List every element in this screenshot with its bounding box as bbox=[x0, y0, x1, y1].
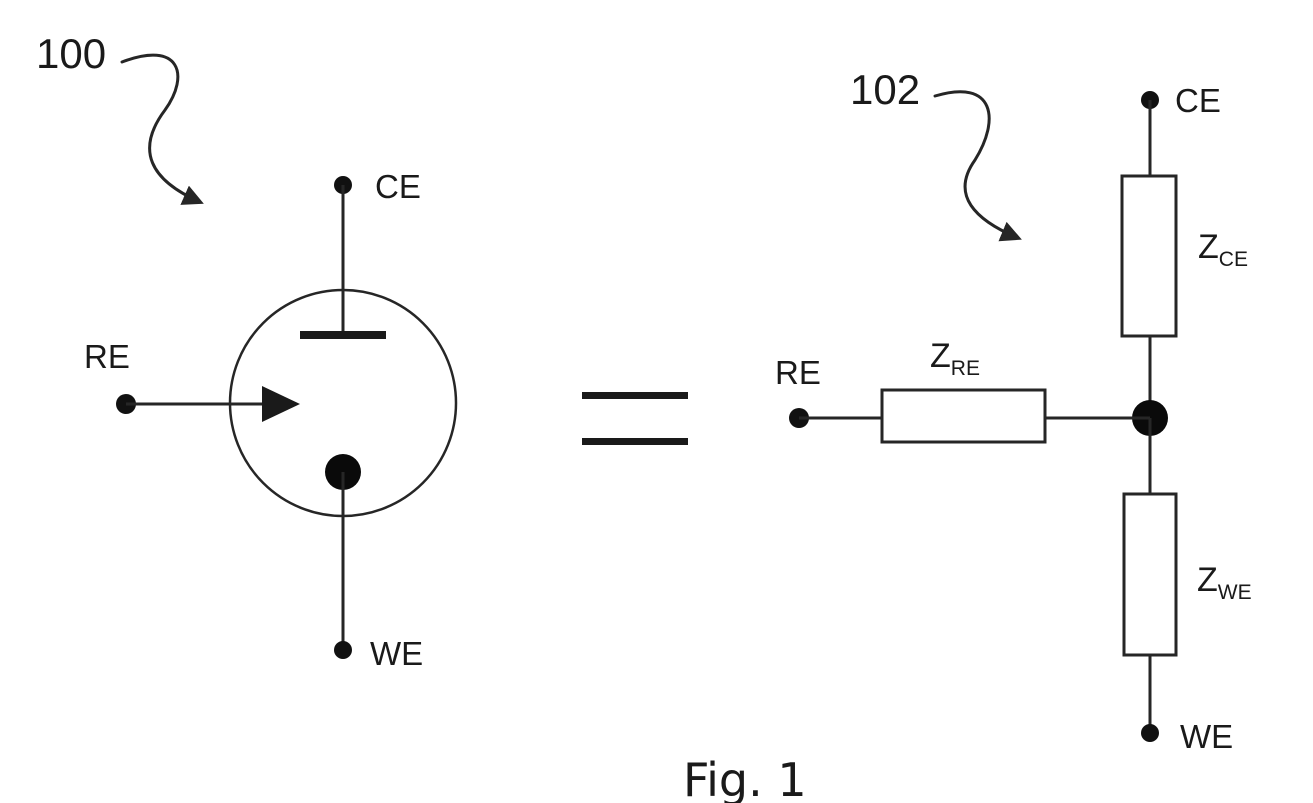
z-ce-resistor bbox=[1122, 176, 1176, 336]
cell-re-label: RE bbox=[84, 338, 130, 375]
equals-sign bbox=[582, 392, 688, 445]
z-we-label: ZWE bbox=[1197, 561, 1252, 604]
figure-caption: Fig. 1 bbox=[683, 753, 807, 803]
cell-we-label: WE bbox=[370, 635, 423, 672]
cell-symbol: 100 CE RE WE bbox=[36, 30, 456, 672]
ref-100-leader-line bbox=[122, 55, 200, 202]
z-we-resistor bbox=[1124, 494, 1176, 655]
cell-ce-label: CE bbox=[375, 168, 421, 205]
circuit-we-label: WE bbox=[1180, 718, 1233, 755]
circuit-we-terminal bbox=[1141, 724, 1159, 742]
counter-electrode-plate bbox=[300, 331, 386, 339]
cell-we-terminal bbox=[334, 641, 352, 659]
ref-number-100: 100 bbox=[36, 30, 106, 77]
circuit-ce-label: CE bbox=[1175, 82, 1221, 119]
ref-number-102: 102 bbox=[850, 66, 920, 113]
reference-electrode-arrowhead bbox=[262, 386, 300, 422]
ref-102-leader-line bbox=[935, 92, 1018, 238]
z-ce-label: ZCE bbox=[1198, 228, 1248, 271]
z-re-resistor bbox=[882, 390, 1045, 442]
circuit-re-label: RE bbox=[775, 354, 821, 391]
z-re-label: ZRE bbox=[930, 337, 980, 380]
equivalent-circuit: 102 CE ZCE RE ZRE ZWE WE bbox=[775, 66, 1252, 755]
